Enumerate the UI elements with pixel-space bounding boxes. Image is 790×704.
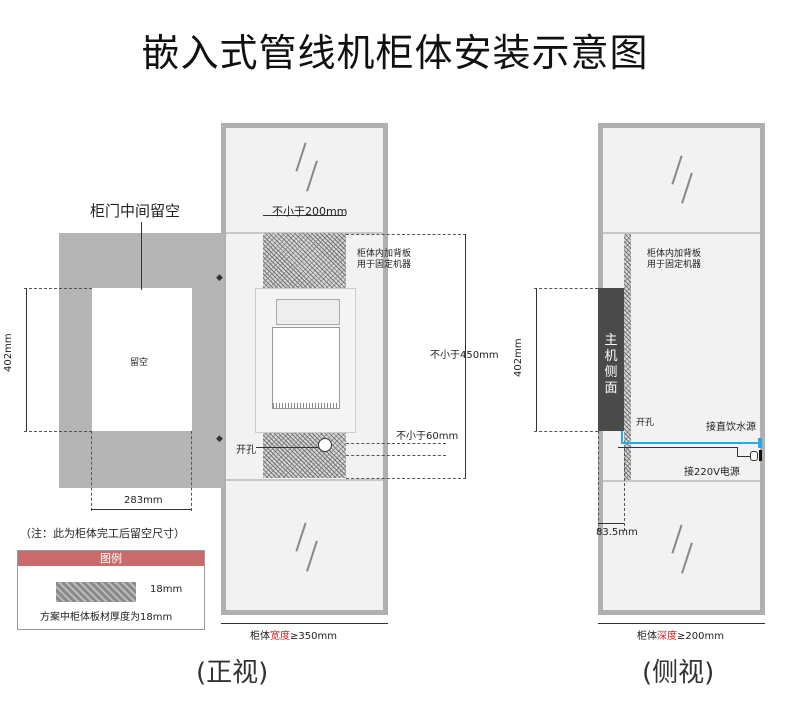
note: （注：此为柜体完工后留空尺寸） bbox=[20, 527, 185, 540]
dim-guide bbox=[346, 443, 446, 444]
dim-guide bbox=[91, 431, 92, 511]
dim-line-402 bbox=[26, 288, 27, 431]
legend-description: 方案中柜体板材厚度为18mm bbox=[40, 612, 173, 623]
dim-line-depth bbox=[598, 623, 765, 624]
depth-dim: 柜体深度≥200mm bbox=[637, 627, 724, 642]
door-label-arrow bbox=[141, 222, 142, 290]
hole-offset-dim: 不小于60mm bbox=[396, 431, 459, 442]
side-backboard bbox=[624, 234, 631, 480]
machine-control-panel bbox=[276, 299, 340, 325]
side-hole-label: 开孔 bbox=[636, 418, 655, 428]
side-caption: (侧视) bbox=[642, 658, 715, 688]
dim-line-200 bbox=[263, 215, 346, 216]
dim-guide bbox=[598, 431, 599, 531]
legend-thickness: 18mm bbox=[150, 584, 183, 595]
unit-side bbox=[598, 288, 624, 431]
machine-front bbox=[255, 288, 356, 433]
front-caption: (正视) bbox=[196, 658, 269, 688]
door-opening bbox=[92, 288, 192, 431]
dim-guide bbox=[534, 431, 598, 432]
water-pipe bbox=[621, 442, 759, 444]
dim-line-283 bbox=[91, 509, 191, 510]
opening-label: 留空 bbox=[130, 358, 149, 368]
machine-dispense-area bbox=[272, 327, 340, 409]
side-backboard-note-2: 用于固定机器 bbox=[647, 260, 702, 270]
dim-guide bbox=[346, 478, 466, 479]
depth-highlight: 深度 bbox=[657, 631, 677, 642]
power-cable bbox=[737, 456, 751, 457]
front-backboard-note-1: 柜体内加背板 bbox=[357, 249, 412, 259]
water-source-icon bbox=[758, 438, 762, 448]
width-suffix: ≥350mm bbox=[290, 631, 337, 642]
backboard-width-dim: 不小于200mm bbox=[272, 205, 348, 218]
depth-prefix: 柜体 bbox=[637, 631, 657, 642]
dim-guide bbox=[624, 448, 625, 531]
drip-tray bbox=[273, 403, 339, 408]
dim-line-450 bbox=[465, 234, 466, 478]
power-cable bbox=[618, 447, 738, 448]
door-label: 柜门中间留空 bbox=[90, 202, 181, 220]
side-backboard-note-1: 柜体内加背板 bbox=[647, 249, 702, 259]
side-shelf-bottom bbox=[603, 480, 760, 482]
hinge-icon: ◆ bbox=[216, 434, 223, 444]
dim-line-offset bbox=[598, 523, 624, 524]
width-prefix: 柜体 bbox=[250, 631, 270, 642]
width-dim: 柜体宽度≥350mm bbox=[250, 627, 337, 642]
power-socket-icon bbox=[759, 450, 762, 461]
hole-pointer-arrow bbox=[256, 447, 318, 448]
legend-swatch bbox=[56, 582, 136, 602]
front-shelf-bottom bbox=[226, 479, 383, 481]
power-label: 接220V电源 bbox=[684, 467, 740, 478]
plug-icon bbox=[750, 451, 758, 461]
dim-guide bbox=[191, 431, 192, 511]
unit-height-dim: 402mm bbox=[513, 338, 524, 377]
dim-guide bbox=[24, 288, 92, 289]
page-title: 嵌入式管线机柜体安装示意图 bbox=[141, 31, 649, 75]
depth-suffix: ≥200mm bbox=[677, 631, 724, 642]
dim-line-width bbox=[221, 623, 388, 624]
dim-guide bbox=[346, 234, 466, 235]
unit-side-label: 主机侧面 bbox=[604, 333, 618, 396]
opening-width-dim: 283mm bbox=[124, 495, 163, 506]
water-label: 接直饮水源 bbox=[706, 422, 756, 433]
front-backboard-note-2: 用于固定机器 bbox=[357, 260, 412, 270]
legend-header: 图例 bbox=[18, 551, 204, 566]
front-hole-label: 开孔 bbox=[236, 445, 256, 456]
water-pipe bbox=[621, 431, 623, 444]
side-shelf-top bbox=[603, 232, 760, 234]
hinge-icon: ◆ bbox=[216, 273, 223, 283]
dim-line-unit bbox=[536, 288, 537, 431]
dim-guide bbox=[24, 431, 92, 432]
legend-box: 图例 18mm 方案中柜体板材厚度为18mm bbox=[17, 550, 205, 630]
opening-height-dim: 402mm bbox=[3, 333, 14, 372]
dim-guide bbox=[346, 455, 446, 456]
power-cable bbox=[737, 447, 738, 456]
hole-icon bbox=[318, 438, 332, 452]
width-highlight: 宽度 bbox=[270, 631, 290, 642]
offset-dim: 83.5mm bbox=[596, 527, 638, 538]
height-requirement-dim: 不小于450mm bbox=[430, 350, 499, 361]
dim-guide bbox=[534, 288, 598, 289]
